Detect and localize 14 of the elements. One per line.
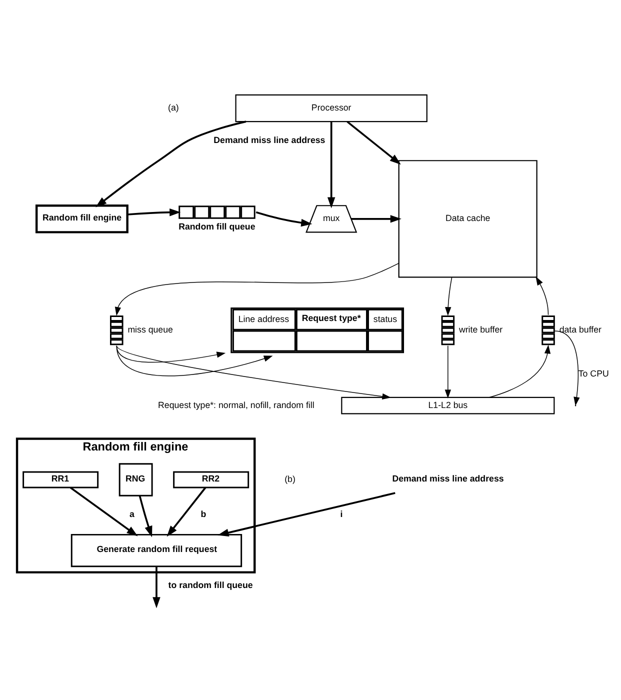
node-label: data buffer <box>559 324 602 334</box>
node-label: miss queue <box>128 324 173 334</box>
label: Request type*: normal, nofill, random fill <box>158 399 314 410</box>
node-text: Demand miss line address <box>392 472 504 483</box>
node-label: Random fill queue <box>178 221 256 232</box>
edge-label: i <box>340 508 343 519</box>
edge-label: to random fill queue <box>168 579 253 590</box>
edge-label: b <box>200 508 206 519</box>
edge-label: Demand miss line address <box>214 134 326 144</box>
edge-label: To CPU <box>578 368 609 378</box>
label: (b) <box>284 474 296 484</box>
edge-label: a <box>130 508 134 519</box>
label: (a) <box>168 102 179 112</box>
node-label: write buffer <box>458 324 503 334</box>
